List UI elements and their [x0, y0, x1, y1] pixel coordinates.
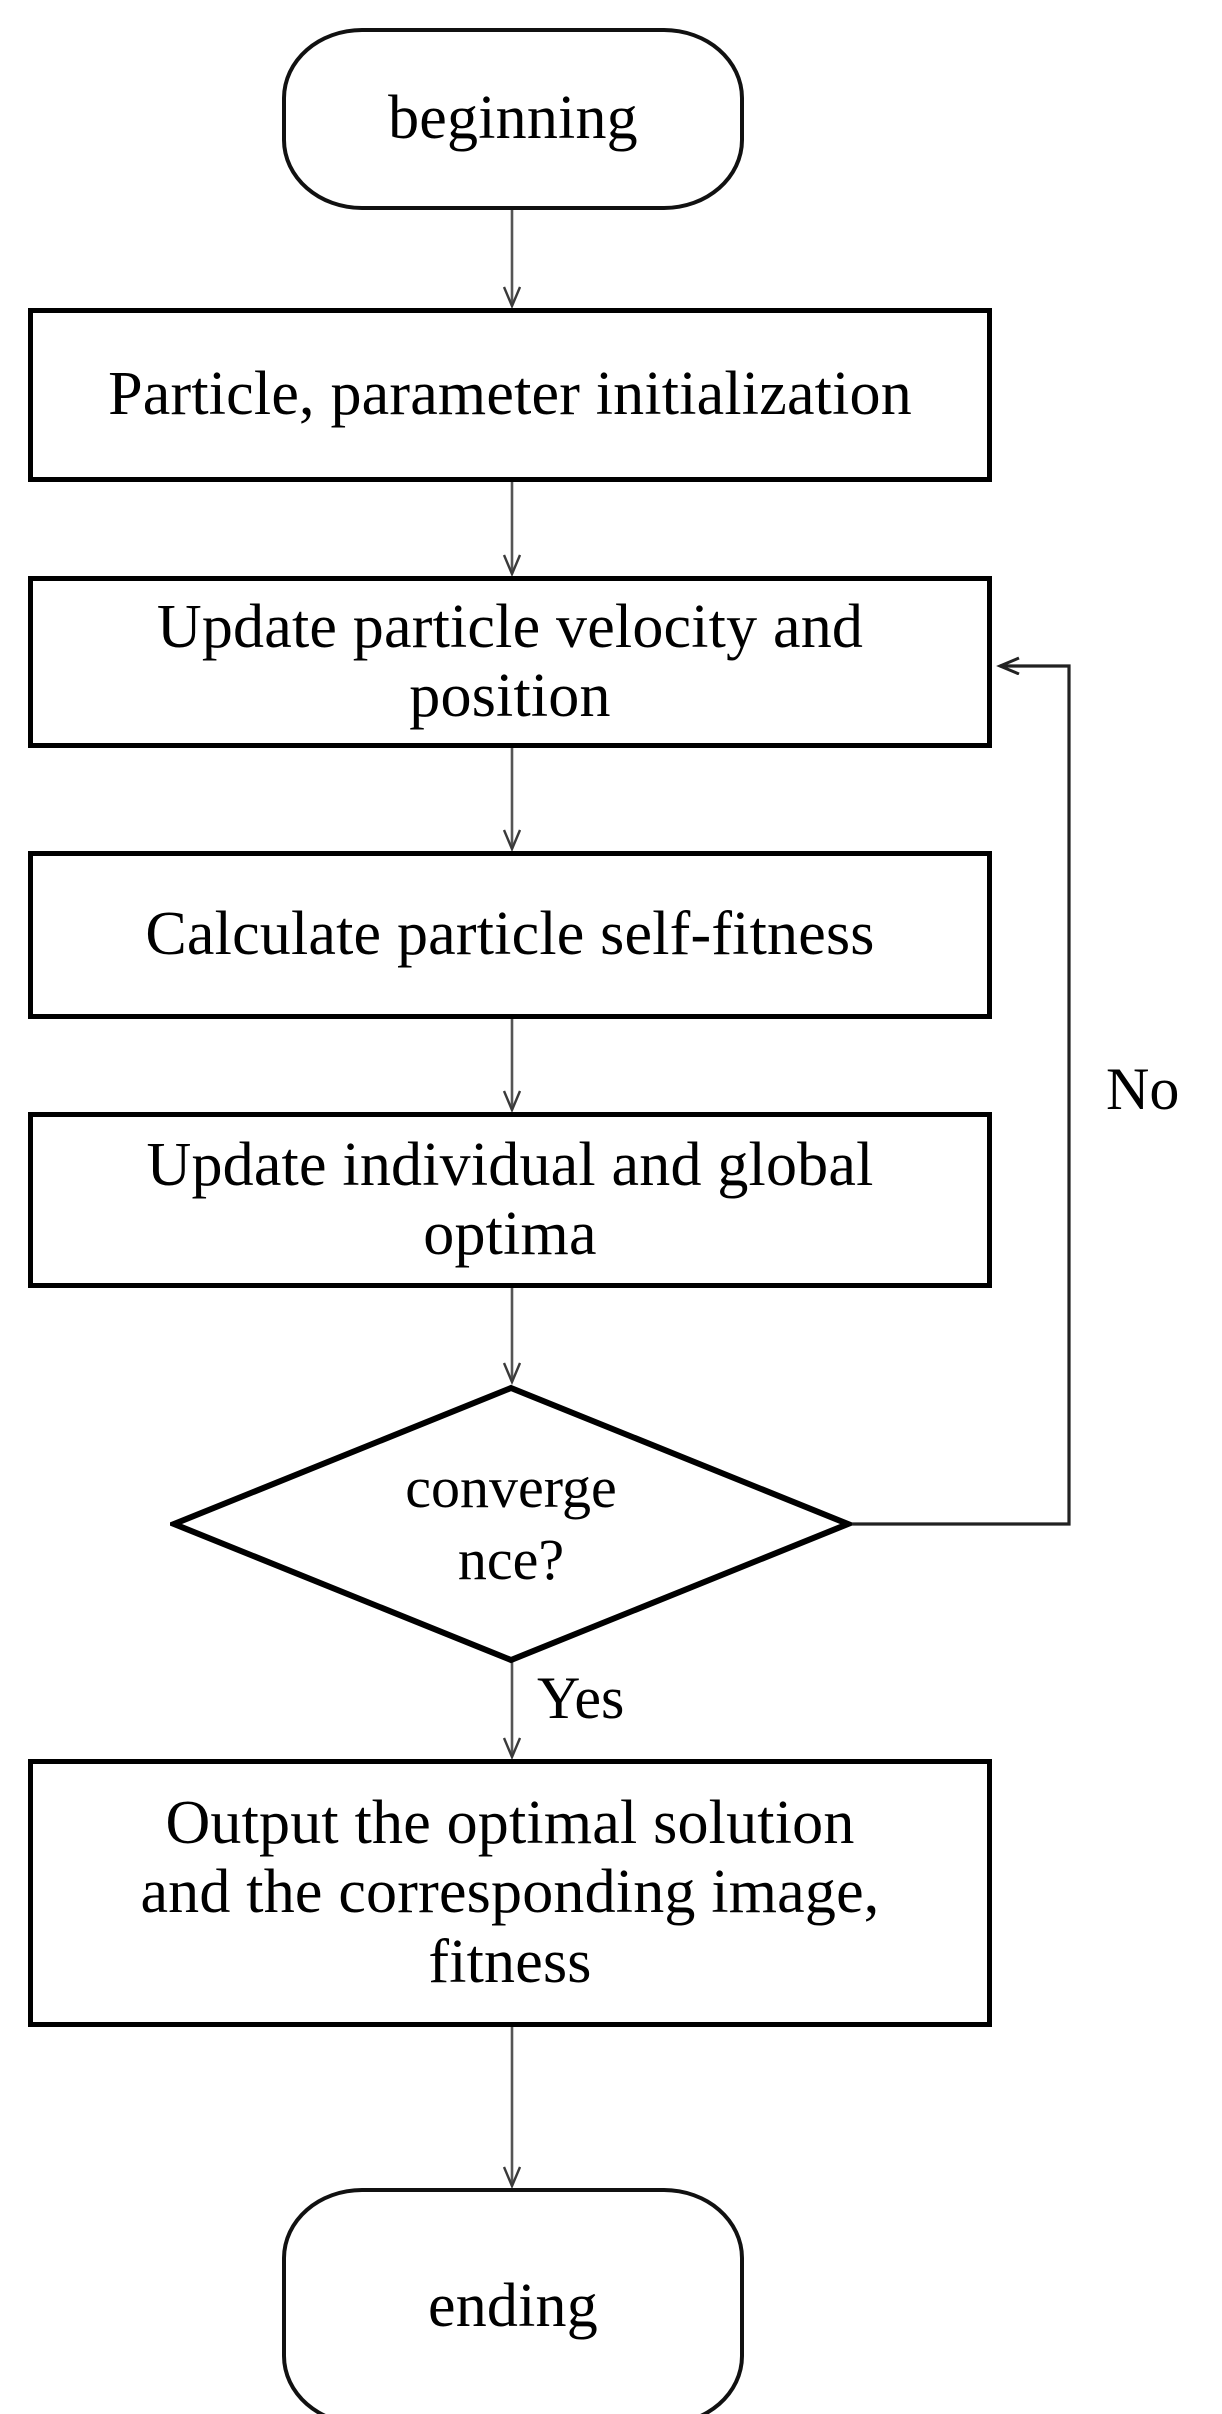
node-output-solution-label: Output the optimal solution and the corr…: [140, 1789, 879, 1997]
node-update-optima-label: Update individual and global optima: [146, 1131, 873, 1270]
node-calculate-fitness[interactable]: Calculate particle self-fitness: [28, 851, 992, 1019]
node-output-solution-line1: Output the optimal solution: [165, 1788, 855, 1857]
node-output-solution[interactable]: Output the optimal solution and the corr…: [28, 1759, 992, 2027]
node-output-solution-line2: and the corresponding image,: [140, 1858, 880, 1927]
node-update-velocity-position[interactable]: Update particle velocity and position: [28, 576, 992, 748]
node-calculate-fitness-label: Calculate particle self-fitness: [145, 900, 875, 969]
edge-label-no: No: [1106, 1056, 1180, 1122]
edge-decision-no-feedback-loop: [852, 666, 1071, 1526]
edge-label-yes: Yes: [537, 1665, 625, 1731]
node-update-velocity-position-line2: position: [409, 662, 611, 730]
node-update-optima-line2: optima: [423, 1200, 597, 1268]
node-update-optima[interactable]: Update individual and global optima: [28, 1112, 992, 1288]
node-update-velocity-position-line1: Update particle velocity and: [156, 592, 864, 661]
node-initialization[interactable]: Particle, parameter initialization: [28, 308, 992, 482]
node-convergence-decision[interactable]: converge nce?: [170, 1384, 852, 1664]
node-update-optima-line1: Update individual and global: [146, 1130, 874, 1199]
node-beginning-label: beginning: [388, 84, 638, 153]
diamond-shape: [170, 1384, 852, 1664]
node-ending[interactable]: ending: [282, 2188, 744, 2414]
node-ending-label: ending: [428, 2272, 598, 2341]
node-beginning[interactable]: beginning: [282, 28, 744, 210]
node-output-solution-line3: fitness: [428, 1927, 592, 1996]
node-initialization-label: Particle, parameter initialization: [108, 360, 912, 429]
node-update-velocity-position-label: Update particle velocity and position: [157, 593, 863, 732]
